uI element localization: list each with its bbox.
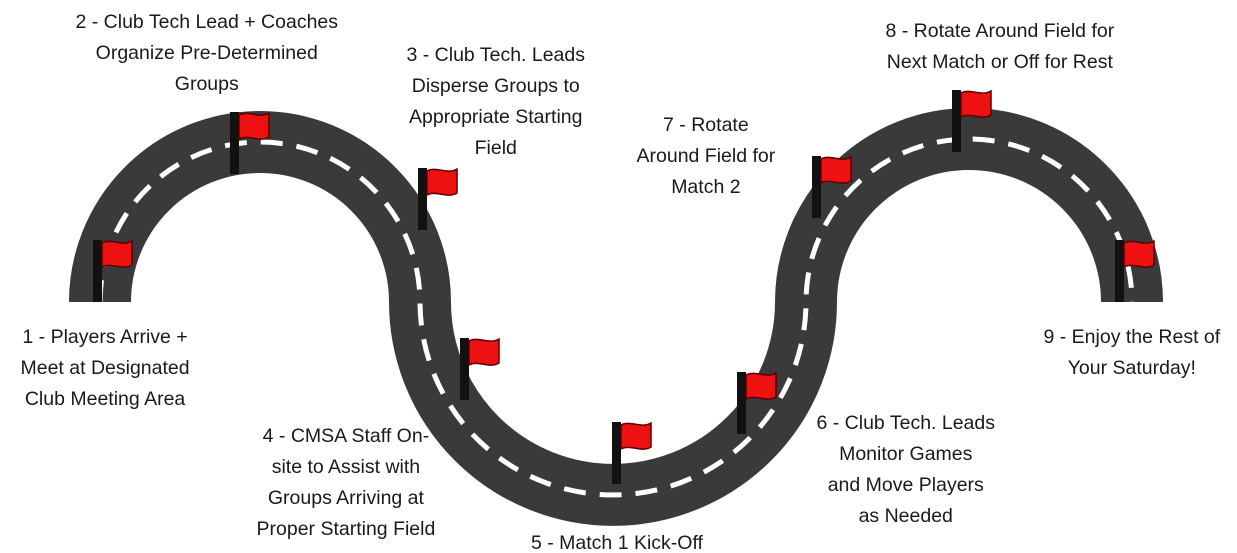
flag-cloth: [101, 239, 133, 269]
red-flag-icon: [737, 371, 777, 434]
flag-cloth: [238, 111, 270, 141]
flag-pole: [737, 372, 746, 434]
flag-pole: [418, 168, 427, 230]
step-label-line: 7 - Rotate: [663, 114, 749, 136]
step-label-line: 1 - Players Arrive +: [22, 326, 188, 348]
step-label-line: 9 - Enjoy the Rest of: [1043, 326, 1221, 348]
step-label-line: Your Saturday!: [1067, 357, 1196, 379]
flag-pole: [230, 112, 239, 174]
step-label-line: 6 - Club Tech. Leads: [816, 412, 996, 434]
flag-pole: [1115, 240, 1124, 302]
step-label-line: Meet at Designated: [20, 357, 190, 379]
flag-pole: [812, 156, 821, 218]
step-label-line: as Needed: [858, 505, 953, 527]
flag-cloth: [468, 337, 500, 367]
step-9-label: 9 - Enjoy the Rest of Your Saturday!: [1044, 322, 1221, 384]
step-5-label: 5 - Match 1 Kick-Off: [531, 528, 703, 553]
step-label-line: 4 - CMSA Staff On-: [262, 425, 430, 447]
flag-cloth: [426, 167, 458, 197]
flag-cloth: [960, 89, 992, 119]
red-flag-icon: [952, 89, 992, 152]
step-label-line: 8 - Rotate Around Field for: [885, 20, 1115, 42]
step-label-line: Proper Starting Field: [256, 518, 436, 540]
step-label-line: 5 - Match 1 Kick-Off: [531, 532, 703, 553]
step-label-line: Organize Pre-Determined: [95, 42, 318, 64]
red-flag-icon: [1115, 239, 1155, 302]
flag-cloth: [820, 155, 852, 185]
step-label-line: Disperse Groups to: [411, 75, 580, 97]
step-label-line: 2 - Club Tech Lead + Coaches: [75, 11, 339, 33]
flag-cloth: [745, 371, 777, 401]
flags: [93, 89, 1155, 484]
red-flag-icon: [93, 239, 133, 302]
red-flag-icon: [418, 167, 458, 230]
flag-pole: [612, 422, 621, 484]
step-label-line: Club Meeting Area: [24, 388, 186, 410]
red-flag-icon: [812, 155, 852, 218]
step-label-line: Field: [474, 137, 517, 159]
step-label-line: Groups Arriving at: [267, 487, 424, 509]
step-label-line: Next Match or Off for Rest: [886, 51, 1113, 73]
road-center-dashes: [97, 136, 1135, 498]
flag-pole: [460, 338, 469, 400]
step-label-line: Monitor Games: [839, 443, 973, 465]
red-flag-icon: [230, 111, 270, 174]
step-label-line: and Move Players: [827, 474, 984, 496]
red-flag-icon: [612, 421, 652, 484]
step-label-line: 3 - Club Tech. Leads: [406, 44, 586, 66]
step-label-line: site to Assist with: [271, 456, 421, 478]
step-label-line: Around Field for: [636, 145, 776, 167]
flag-pole: [93, 240, 102, 302]
flag-pole: [952, 90, 961, 152]
red-flag-icon: [460, 337, 500, 400]
step-label-line: Appropriate Starting: [409, 106, 583, 128]
flag-cloth: [620, 421, 652, 451]
flag-cloth: [1123, 239, 1155, 269]
step-label-line: Groups: [174, 73, 239, 95]
step-label-line: Match 2: [671, 176, 741, 198]
